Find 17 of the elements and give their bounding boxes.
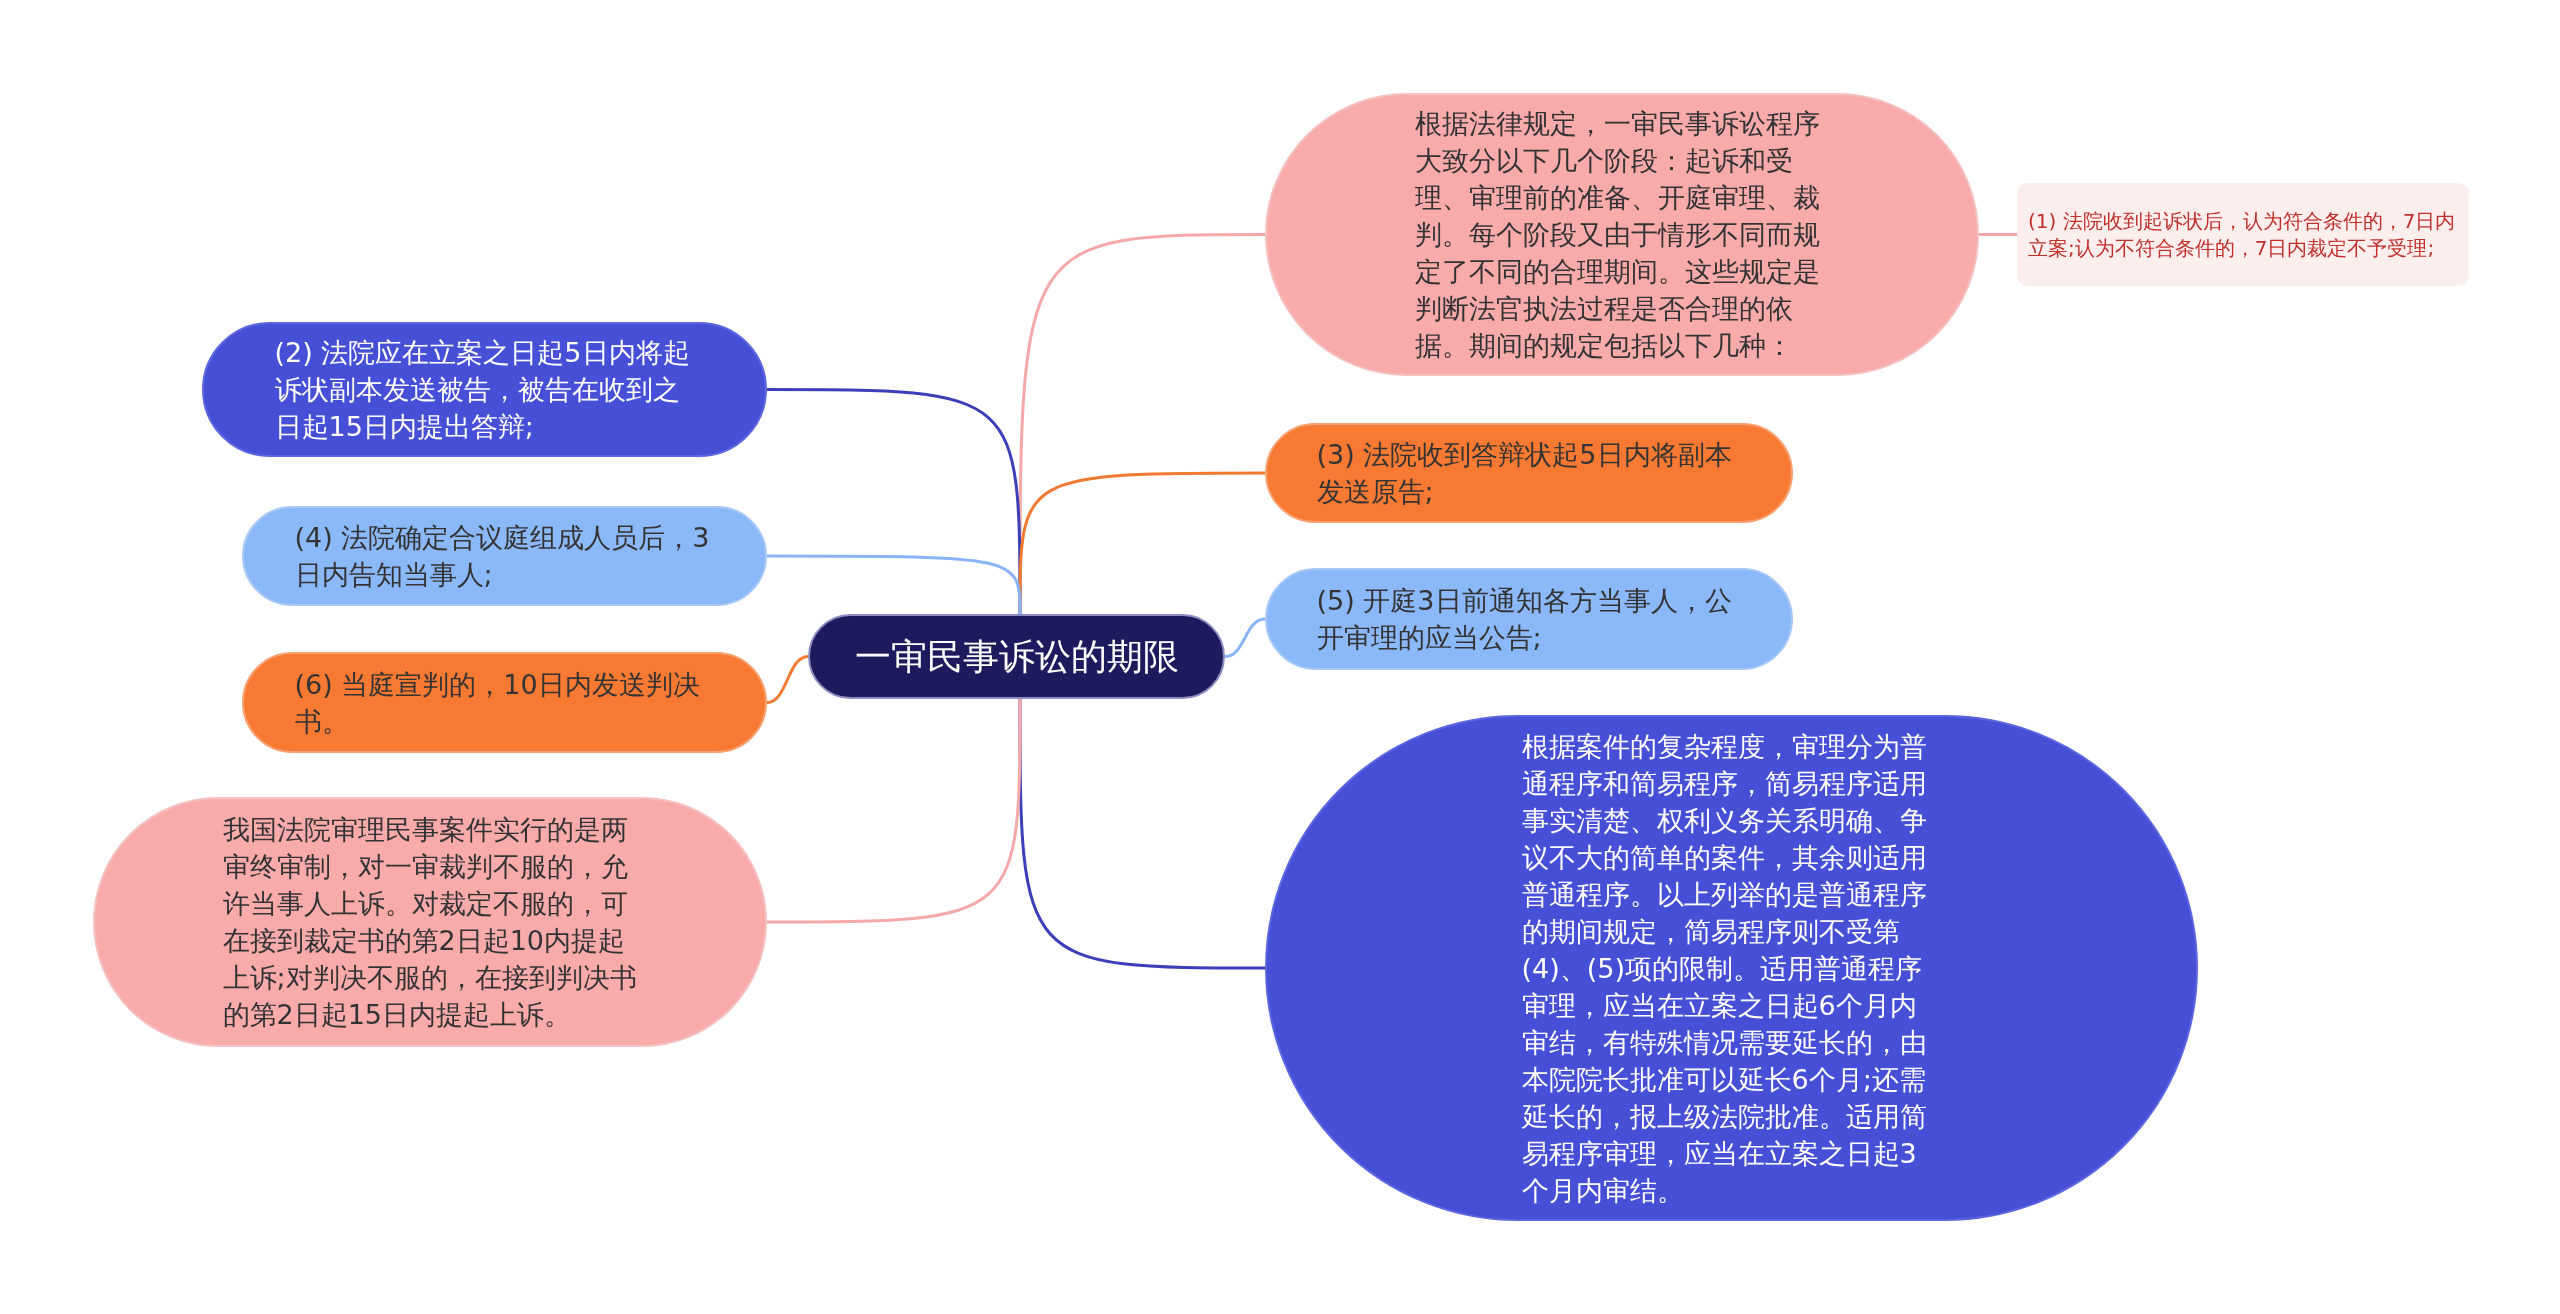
- topic-box: 根据案件的复杂程度，审理分为普通程序和简易程序，简易程序适用事实清楚、权利义务关系明确、争议不大的简单的案件，其余则适用普通程序。以上列举的是普通程序的期间规定，简易程序则不受第(4)、(5)项的限制。适用普通程序审理，应当在立案之日起6个月内审结，有特殊情况需要延长的，由本院院长批准可以延长6个月;还需延长的，报上级法院批准。适用简易程序审理，应当在立案之日起3个月内审结。: [1265, 715, 2198, 1221]
- connector-line: [1018, 699, 1265, 970]
- topic-box: (5) 开庭3日前通知各方当事人，公开审理的应当公告;: [1265, 568, 1793, 670]
- topic-box: (6) 当庭宣判的，10日内发送判决书。: [242, 652, 767, 753]
- note-box: (1) 法院收到起诉状后，认为符合条件的，7日内立案;认为不符合条件的，7日内裁定不予受理;: [2017, 183, 2469, 286]
- topic-box: 一审民事诉讼的期限: [808, 614, 1225, 699]
- topic-box: (4) 法院确定合议庭组成人员后，3日内告知当事人;: [242, 506, 767, 606]
- connector-line: [767, 554, 1022, 614]
- topic-box: 我国法院审理民事案件实行的是两审终审制，对一审裁判不服的，允许当事人上诉。对裁定不服的，可在接到裁定书的第2日起10内提起上诉;对判决不服的，在接到判决书的第2日起15日内提起上诉。: [93, 797, 767, 1047]
- connector-line: [766, 655, 809, 704]
- connector-line: [1224, 617, 1266, 658]
- connector-line: [1018, 471, 1265, 614]
- connector-line: [767, 699, 1022, 924]
- connector-line: [1979, 233, 2017, 236]
- topic-box: (2) 法院应在立案之日起5日内将起诉状副本发送被告，被告在收到之日起15日内提出答辩;: [202, 322, 767, 457]
- topic-box: 根据法律规定，一审民事诉讼程序大致分以下几个阶段：起诉和受理、审理前的准备、开庭审理、裁判。每个阶段又由于情形不同而规定了不同的合理期间。这些规定是判断法官执法过程是否合理的依据。期间的规定包括以下几种：: [1265, 93, 1979, 376]
- topic-box: (3) 法院收到答辩状起5日内将副本发送原告;: [1265, 423, 1793, 523]
